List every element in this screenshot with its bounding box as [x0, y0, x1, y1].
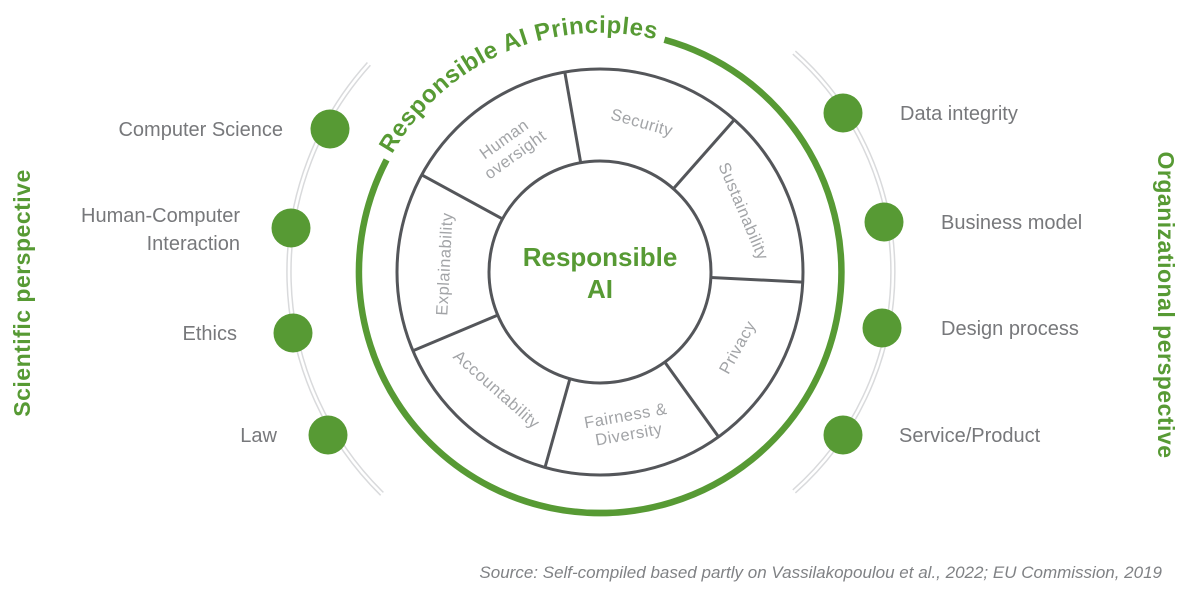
left-item-hci-line1: Human-Computer	[81, 205, 240, 227]
segment-label-security: Security	[609, 106, 675, 141]
segment-label-sustainability: Sustainability	[714, 160, 771, 263]
dot-design-process	[862, 308, 902, 348]
wheel-spoke	[420, 173, 504, 221]
right-item-business-model: Business model	[941, 212, 1082, 234]
wheel-spoke	[663, 361, 720, 438]
perspective-dots	[271, 93, 904, 455]
center-label-line2: AI	[587, 274, 613, 304]
left-item-law: Law	[240, 425, 277, 447]
dot-ethics	[273, 313, 313, 353]
dot-business-model	[864, 202, 904, 242]
green-arc-left	[355, 158, 613, 517]
wheel-spoke	[412, 313, 499, 353]
wheel-spoke	[672, 118, 736, 190]
segment-label-privacy: Privacy	[716, 318, 760, 377]
segment-label-accountability: Accountability	[450, 347, 544, 433]
wheel-spokes	[412, 71, 803, 468]
wheel-inner-circle	[487, 159, 713, 385]
green-arc-right	[587, 36, 845, 517]
segment-label-explainability: Explainability	[433, 212, 456, 316]
right-perspective-title: Organizational perspective	[1153, 152, 1179, 459]
wheel-spoke	[563, 71, 583, 163]
left-item-computer-science: Computer Science	[118, 119, 283, 141]
left-perspective-title: Scientific perspective	[9, 169, 35, 417]
dot-computer-science	[310, 109, 350, 149]
right-item-service-product: Service/Product	[899, 425, 1041, 447]
source-citation: Source: Self-compiled based partly on Va…	[479, 563, 1162, 582]
right-item-design-process: Design process	[941, 318, 1079, 340]
wheel-spoke	[543, 378, 572, 468]
dot-data-integrity	[823, 93, 863, 133]
dot-human-computer-interaction	[271, 208, 311, 248]
left-item-hci-line2: Interaction	[147, 233, 240, 255]
dot-law	[308, 415, 348, 455]
left-item-ethics: Ethics	[183, 323, 237, 345]
right-item-data-integrity: Data integrity	[900, 103, 1018, 125]
wheel-outer-ring	[395, 67, 805, 477]
wheel-spoke	[710, 276, 803, 284]
dot-service-product	[823, 415, 863, 455]
center-label-line1: Responsible	[523, 242, 678, 272]
